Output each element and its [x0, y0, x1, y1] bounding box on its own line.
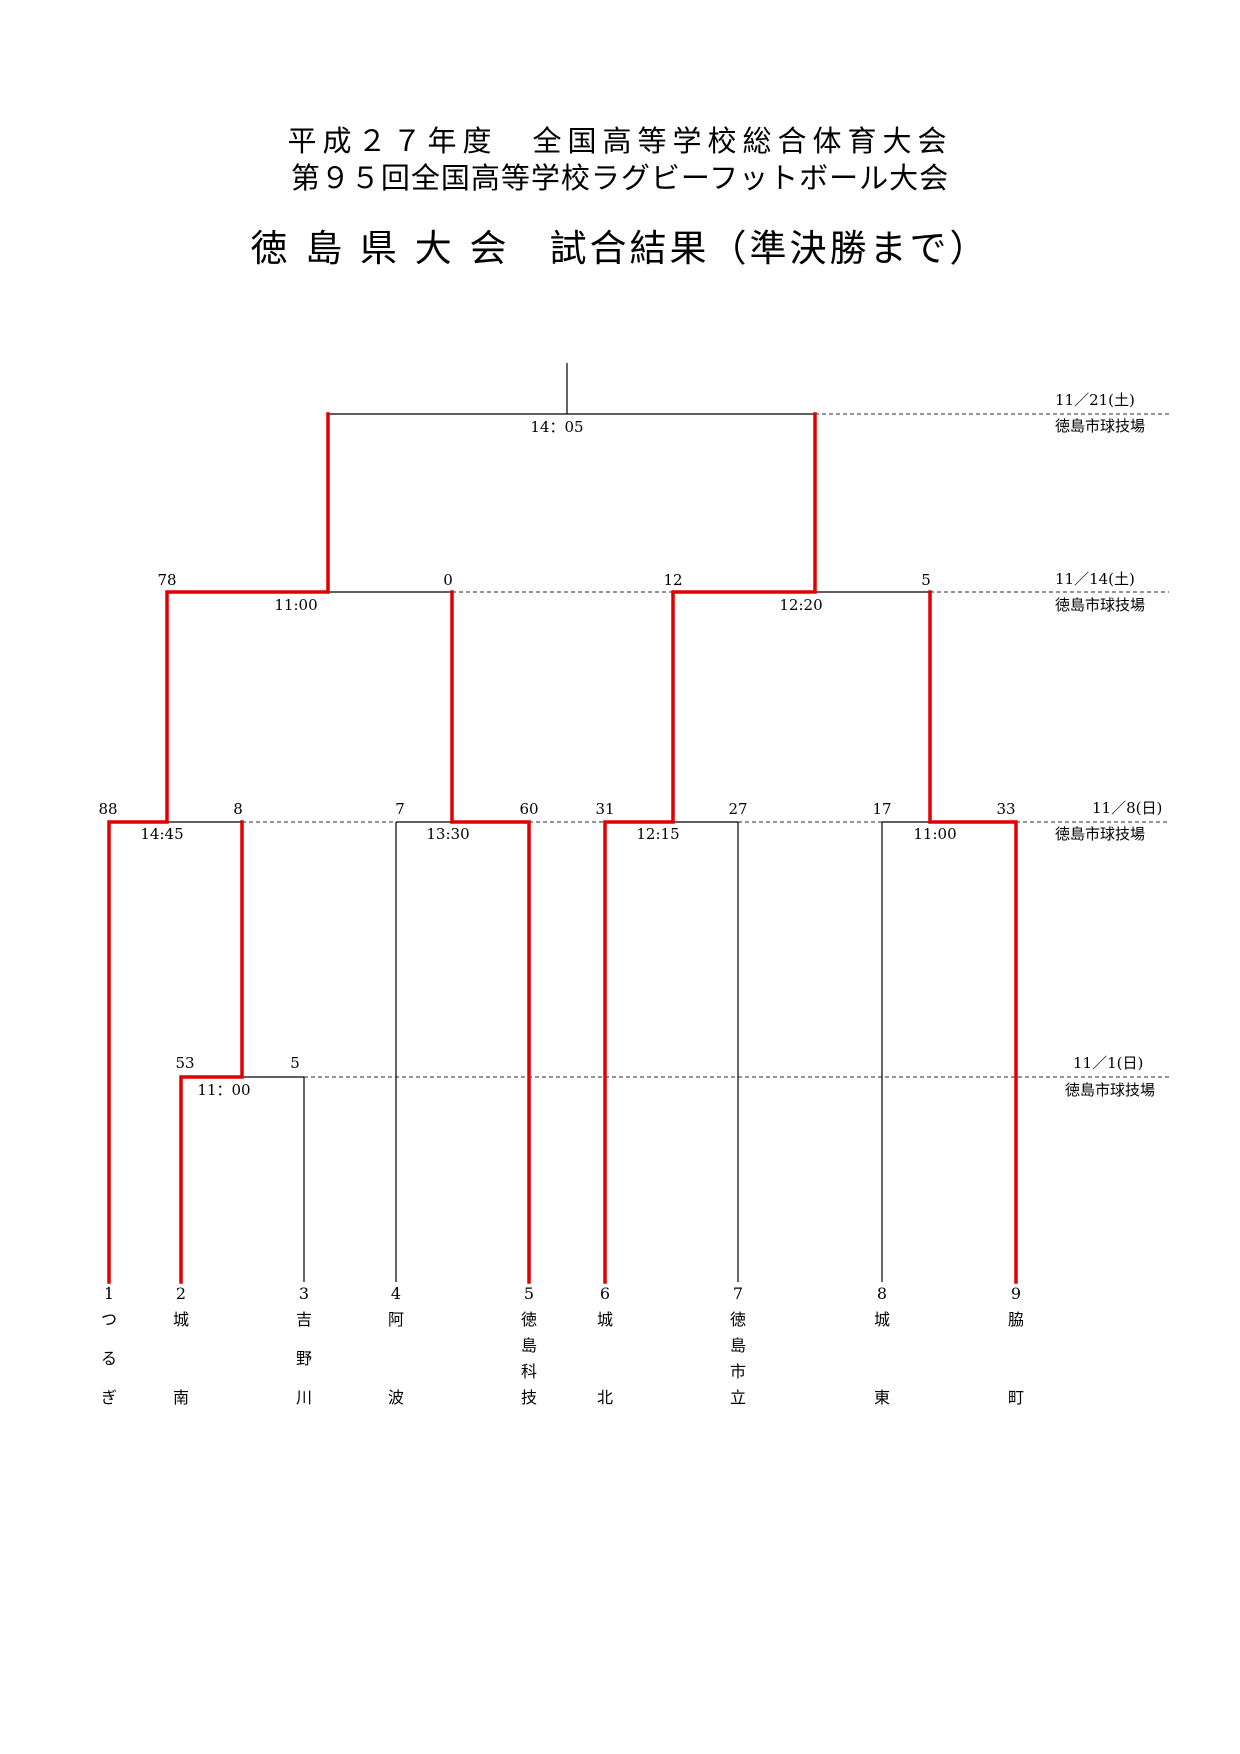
- match-time: 12:15: [636, 825, 680, 843]
- score: 7: [395, 800, 405, 818]
- team-name-char: 町: [1007, 1388, 1025, 1407]
- match-time: 13:30: [426, 825, 470, 843]
- score: 17: [872, 800, 892, 818]
- team-entry: 1 つるぎ: [101, 1286, 117, 1406]
- team-name-char: 徳: [729, 1310, 747, 1329]
- score: 33: [996, 800, 1016, 818]
- score: 5: [290, 1054, 300, 1072]
- semifinal-venue: 徳島市球技場: [1055, 596, 1146, 614]
- team-name: 徳島市立: [730, 1312, 746, 1406]
- team-entry: 3 吉野川: [296, 1286, 312, 1406]
- final-venue: 徳島市球技場: [1055, 417, 1146, 435]
- team-number: 4: [390, 1284, 402, 1303]
- team-name-char: 吉: [295, 1310, 313, 1329]
- team-number: 9: [1010, 1284, 1022, 1303]
- team-name-char: 科: [520, 1362, 538, 1381]
- team-name-char: 南: [172, 1388, 190, 1407]
- team-name-char: 川: [295, 1388, 313, 1407]
- black-lines: [167, 363, 930, 1282]
- team-name: 脇町: [1008, 1312, 1024, 1406]
- team-name-char: 立: [729, 1388, 747, 1407]
- title-line-1: 平成２７年度 全国高等学校総合体育大会: [287, 124, 953, 158]
- semifinal-date: 11／14(土): [1055, 570, 1135, 588]
- team-name-char: 城: [873, 1310, 891, 1329]
- match-time: 12:20: [779, 596, 823, 614]
- score: 78: [157, 571, 177, 589]
- score: 8: [233, 800, 243, 818]
- team-number: 2: [175, 1284, 187, 1303]
- team-name-char: 北: [596, 1388, 614, 1407]
- team-name: 徳島科技: [521, 1312, 537, 1406]
- score: 12: [663, 571, 683, 589]
- team-name: 吉野川: [296, 1312, 312, 1406]
- team-name-char: 城: [596, 1310, 614, 1329]
- team-name: つるぎ: [101, 1312, 117, 1406]
- team-number: 1: [103, 1284, 115, 1303]
- team-entry: 5 徳島科技: [521, 1286, 537, 1406]
- match-time: 14:45: [140, 825, 184, 843]
- final-date: 11／21(土): [1055, 391, 1135, 409]
- team-name-char: 徳: [520, 1310, 538, 1329]
- quarterfinal-venue: 徳島市球技場: [1055, 825, 1146, 843]
- team-name-char: 島: [520, 1336, 538, 1355]
- round1-venue: 徳島市球技場: [1065, 1081, 1156, 1099]
- team-number: 5: [523, 1284, 535, 1303]
- team-name-char: 波: [387, 1388, 405, 1407]
- quarterfinal-date: 11／8(日): [1092, 799, 1163, 817]
- score: 31: [595, 800, 615, 818]
- team-name-char: 東: [873, 1388, 891, 1407]
- final-time: 14：05: [530, 418, 584, 436]
- team-name-char: 市: [729, 1362, 747, 1381]
- team-name-char: ぎ: [100, 1388, 118, 1407]
- team-name: 阿波: [388, 1312, 404, 1406]
- team-name-char: 野: [295, 1349, 313, 1368]
- score: 53: [175, 1054, 195, 1072]
- score: 60: [519, 800, 539, 818]
- team-name-char: 技: [520, 1388, 538, 1407]
- team-entry: 7 徳島市立: [730, 1286, 746, 1406]
- team-number: 8: [876, 1284, 888, 1303]
- team-name-char: る: [100, 1349, 118, 1368]
- team-name-char: 島: [729, 1336, 747, 1355]
- match-time: 11：00: [197, 1081, 251, 1099]
- team-number: 7: [732, 1284, 744, 1303]
- team-name-char: つ: [100, 1310, 118, 1329]
- title-line-3: 徳 島 県 大 会 試合結果（準決勝まで）: [250, 227, 990, 270]
- winner-lines: [107, 412, 1018, 1284]
- team-number: 3: [298, 1284, 310, 1303]
- team-number: 6: [599, 1284, 611, 1303]
- score: 0: [443, 571, 453, 589]
- round1-date: 11／1(日): [1073, 1054, 1144, 1072]
- dashed-guides: [242, 413, 1169, 1078]
- score: 27: [728, 800, 748, 818]
- team-name: 城南: [173, 1312, 189, 1406]
- title-line-2: 第９５回全国高等学校ラグビーフットボール大会: [290, 161, 950, 195]
- team-name: 城東: [874, 1312, 890, 1406]
- team-name-char: 城: [172, 1310, 190, 1329]
- team-name-char: 脇: [1007, 1310, 1025, 1329]
- score: 5: [921, 571, 931, 589]
- score: 88: [98, 800, 118, 818]
- team-name: 城北: [597, 1312, 613, 1406]
- team-name-char: 阿: [387, 1310, 405, 1329]
- match-time: 11:00: [274, 596, 318, 614]
- match-time: 11:00: [913, 825, 957, 843]
